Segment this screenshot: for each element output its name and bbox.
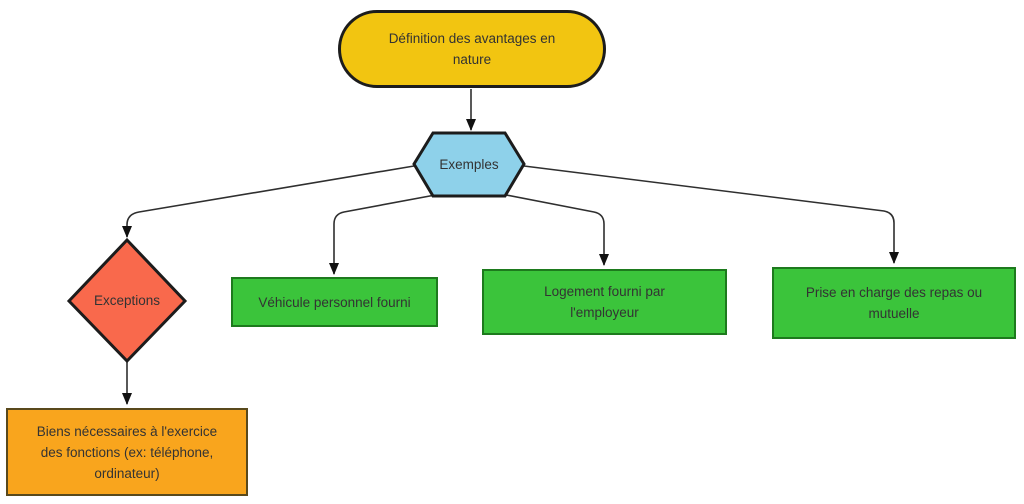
- node-logement[interactable]: Logement fourni par l'employeur: [482, 269, 727, 335]
- node-biens-label-line3: ordinateur): [94, 465, 160, 481]
- node-logement-label-line2: l'employeur: [570, 305, 639, 320]
- node-vehicule[interactable]: Véhicule personnel fourni: [231, 277, 438, 327]
- node-exemples[interactable]: Exemples: [414, 133, 524, 196]
- node-repas[interactable]: Prise en charge des repas ou mutuelle: [772, 267, 1016, 339]
- node-definition-label-line1: Définition des avantages en: [388, 31, 556, 46]
- node-biens[interactable]: Biens nécessaires à l'exercice des fonct…: [6, 408, 248, 496]
- node-exemples-hexagon-shape[interactable]: [412, 131, 526, 198]
- node-repas-label-line1: Prise en charge des repas ou: [805, 285, 983, 300]
- node-logement-label-line1: Logement fourni par: [544, 284, 665, 299]
- node-exemples-label: Exemples: [439, 157, 499, 172]
- node-exceptions-diamond-shape[interactable]: [66, 237, 188, 364]
- node-biens-label-line1: Biens nécessaires à l'exercice: [36, 423, 218, 439]
- node-definition[interactable]: Définition des avantages en nature: [338, 10, 606, 88]
- node-definition-label-line2: nature: [452, 52, 492, 67]
- node-repas-label-line2: mutuelle: [868, 306, 920, 321]
- edge-exemples-to-vehicule: [329, 192, 447, 275]
- node-biens-label-line2: des fonctions (ex: téléphone,: [40, 444, 214, 460]
- edge-exemples-to-logement: [495, 192, 609, 266]
- edge-exemples-to-repas: [523, 165, 899, 264]
- node-exceptions-label: Exceptions: [93, 293, 161, 308]
- node-exceptions[interactable]: Exceptions: [68, 240, 186, 361]
- edge-exemples-to-exceptions: [122, 165, 415, 238]
- node-vehicule-label: Véhicule personnel fourni: [258, 294, 411, 310]
